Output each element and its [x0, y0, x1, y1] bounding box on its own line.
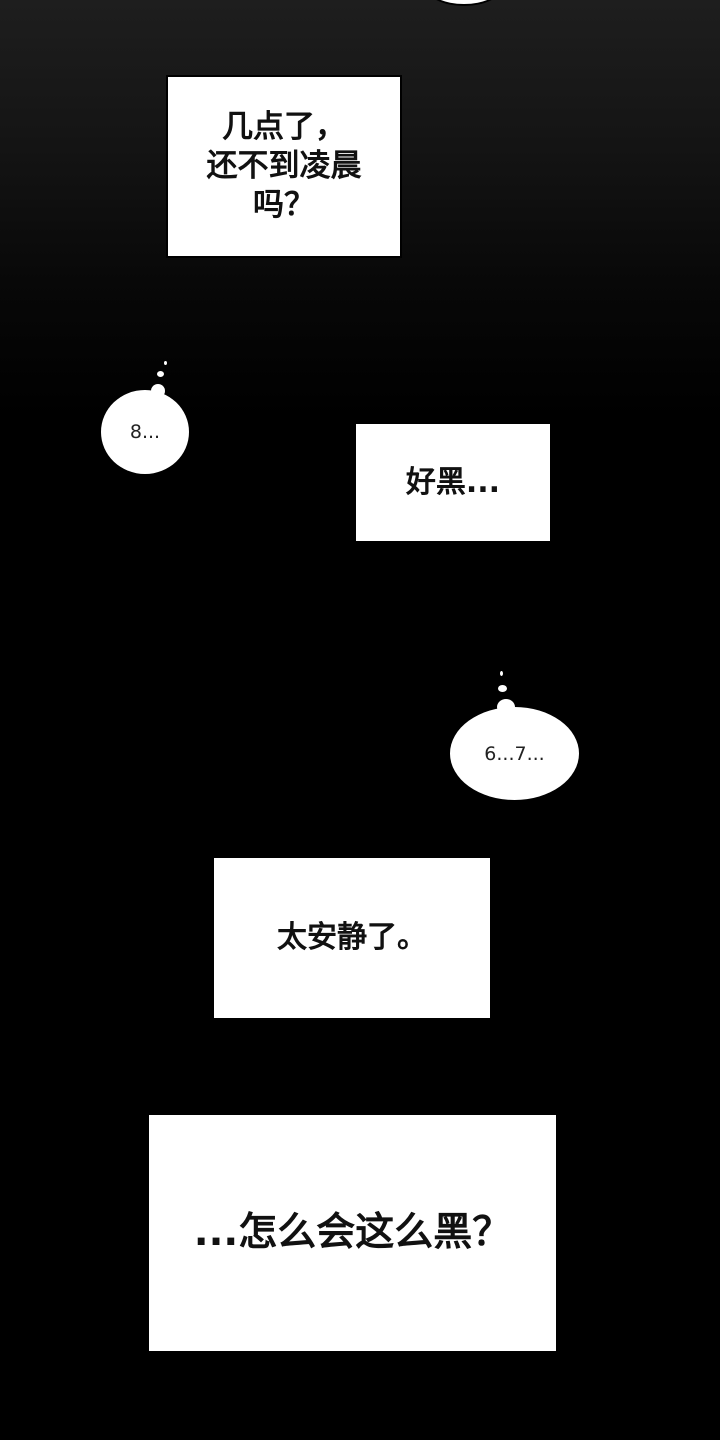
thought-bubble-knob	[151, 384, 165, 398]
thought-bubble-count-8: 8...	[101, 384, 189, 474]
thought-text: 6...7...	[484, 742, 545, 765]
thought-dot-medium	[157, 371, 164, 377]
caption-text: 几点了， 还不到凌晨 吗？	[206, 109, 362, 223]
caption-box-time: 几点了， 还不到凌晨 吗？	[166, 75, 402, 258]
thought-dot-small	[164, 361, 167, 365]
caption-box-quiet: 太安静了。	[212, 856, 492, 1020]
caption-text: 太安静了。	[277, 920, 427, 956]
caption-box-dark: 好黑...	[354, 422, 552, 543]
thought-bubble-knob	[497, 699, 515, 715]
thought-dot-small	[500, 671, 503, 676]
caption-box-why-dark: ...怎么会这么黑？	[147, 1113, 558, 1353]
thought-text: 8...	[129, 421, 161, 443]
caption-text: 好黑...	[405, 464, 501, 500]
thought-dot-medium	[498, 685, 507, 692]
caption-text: ...怎么会这么黑？	[193, 1209, 512, 1255]
partial-speech-bubble	[428, 0, 500, 4]
thought-bubble-count-6-7: 6...7...	[450, 699, 579, 800]
